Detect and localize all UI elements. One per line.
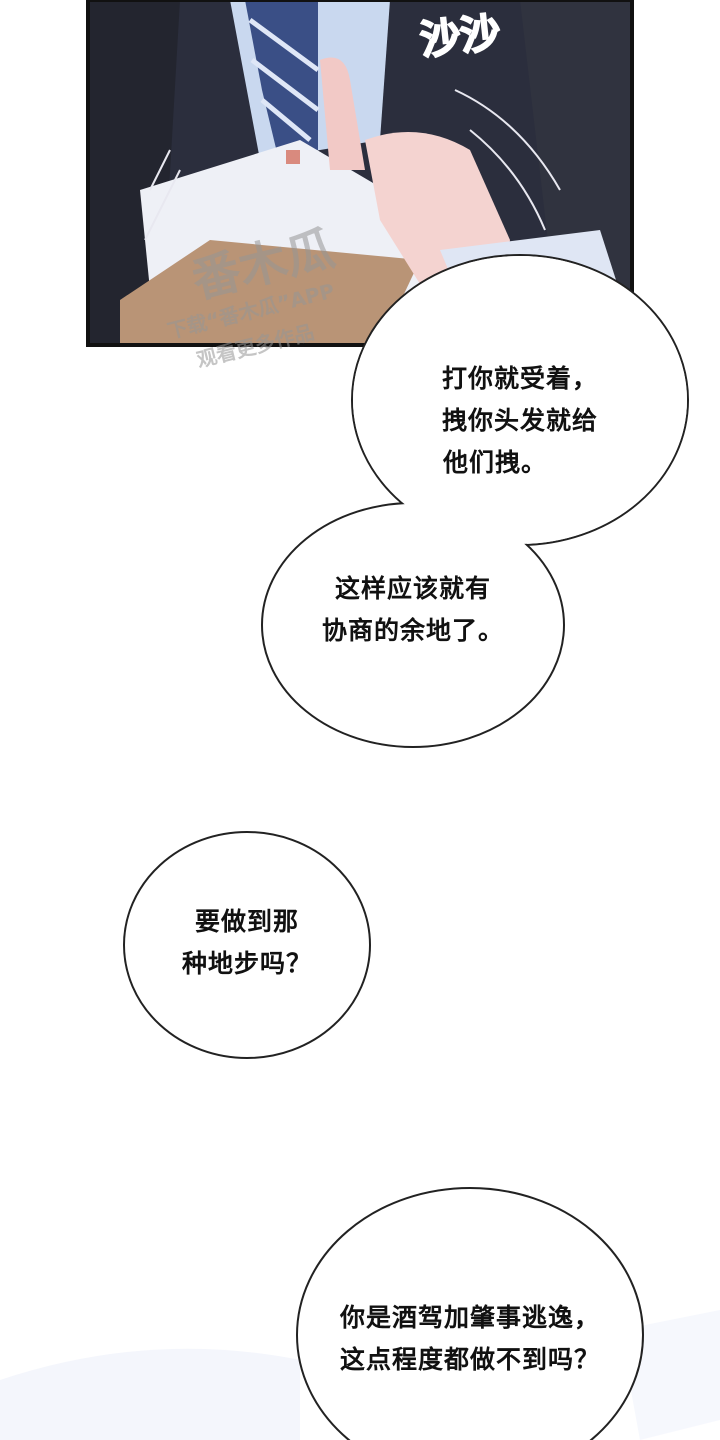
sound-effect: 沙沙 [417,9,503,65]
bubble-text-line: 拽你头发就给 [441,406,598,435]
bubble-text-line: 这样应该就有 [334,574,491,603]
bubble-text-line: 种地步吗？ [181,949,312,978]
bubble-text-line: 要做到那 [194,907,299,936]
bottom-speedlines [0,1310,720,1440]
bubble-text-line: 他们拽。 [442,448,547,477]
bubble-text-line: 这点程度都做不到吗？ [339,1345,600,1374]
speech-bubbles [123,254,689,1440]
panel-image [86,0,634,347]
speech-bubble-1: 打你就受着， 拽你头发就给 他们拽。 [400,358,640,484]
speech-bubble-4: 你是酒驾加肇事逃逸， 这点程度都做不到吗？ [300,1297,640,1381]
bubble-text-line: 协商的余地了。 [321,616,504,645]
bubble-text-line: 你是酒驾加肇事逃逸， [339,1303,600,1332]
speech-bubble-2: 这样应该就有 协商的余地了。 [293,568,533,652]
bubble-text-line: 打你就受着， [441,364,598,393]
speech-bubble-3: 要做到那 种地步吗？ [147,901,347,985]
